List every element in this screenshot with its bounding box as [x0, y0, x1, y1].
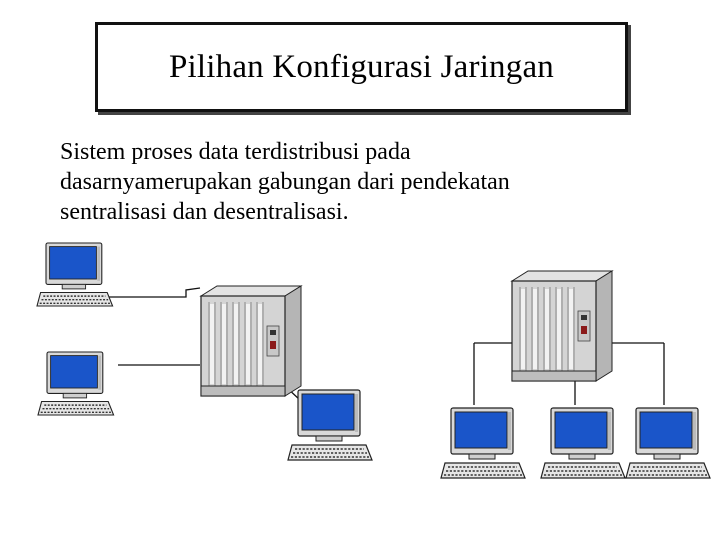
server-icon [511, 270, 613, 382]
slide-title: Pilihan Konfigurasi Jaringan [168, 48, 555, 85]
body-line-2: dasarnyamerupakan gabungan dari pendekat… [60, 169, 510, 195]
slide-body-text: Sistem proses data terdistribusi pada da… [60, 137, 660, 227]
title-box: Pilihan Konfigurasi Jaringan [95, 22, 628, 112]
computer-icon [287, 389, 373, 461]
computer-icon [625, 407, 711, 479]
body-line-3: sentralisasi dan desentralisasi. [60, 199, 349, 225]
computer-icon [36, 242, 114, 307]
body-line-1: Sistem proses data terdistribusi pada [60, 139, 411, 165]
computer-icon [37, 351, 115, 416]
server-icon [200, 285, 302, 397]
computer-icon [540, 407, 626, 479]
computer-icon [440, 407, 526, 479]
